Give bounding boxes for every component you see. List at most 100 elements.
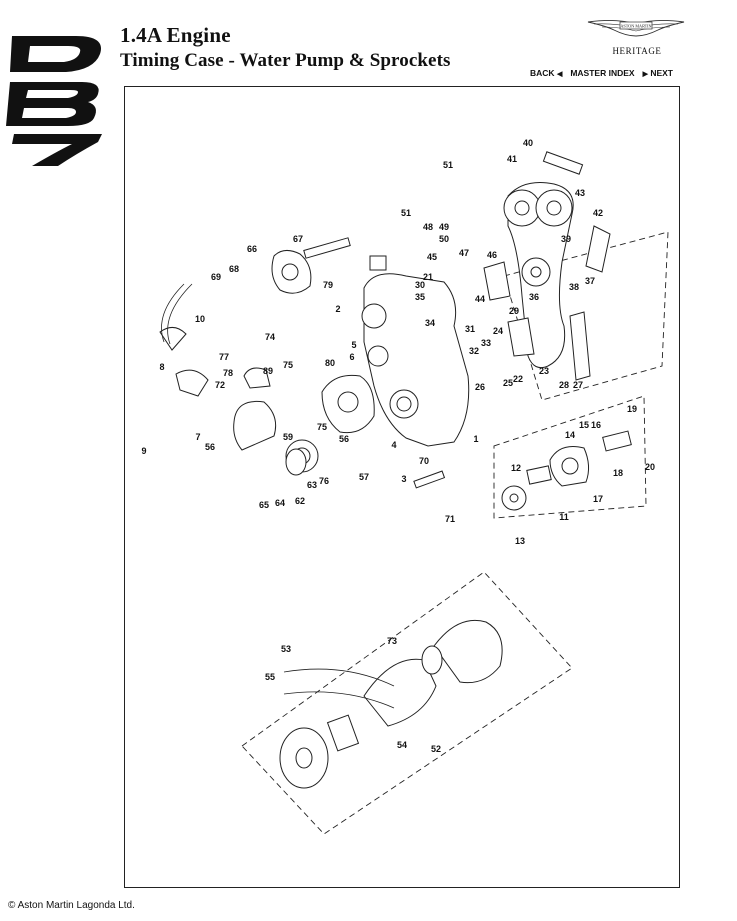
- next-link[interactable]: ▶ NEXT: [643, 68, 673, 78]
- part-label-42: 42: [593, 208, 603, 218]
- aston-martin-wings-logo: ASTON MARTIN: [587, 19, 685, 37]
- part-label-46: 46: [487, 250, 497, 260]
- part-label-47: 47: [459, 248, 469, 258]
- title-block: 1.4A Engine Timing Case - Water Pump & S…: [120, 22, 451, 74]
- part-label-3: 3: [401, 474, 406, 484]
- part-label-43: 43: [575, 188, 585, 198]
- part-label-31: 31: [465, 324, 475, 334]
- part-label-2: 2: [335, 304, 340, 314]
- part-label-18: 18: [613, 468, 623, 478]
- part-label-50: 50: [439, 234, 449, 244]
- timing-case-group: [271, 250, 470, 447]
- part-label-80: 80: [325, 358, 335, 368]
- part-label-51: 51: [401, 208, 411, 218]
- part-label-64: 64: [275, 498, 285, 508]
- part-label-66: 66: [247, 244, 257, 254]
- triangle-right-icon: ▶: [642, 71, 648, 78]
- part-label-75: 75: [317, 422, 327, 432]
- part-label-72: 72: [215, 380, 225, 390]
- part-label-67: 67: [293, 234, 303, 244]
- part-label-21: 21: [423, 272, 433, 282]
- part-label-4: 4: [391, 440, 396, 450]
- part-label-40: 40: [523, 138, 533, 148]
- diagram-frame: [124, 86, 680, 888]
- part-label-14: 14: [565, 430, 575, 440]
- part-label-49: 49: [439, 222, 449, 232]
- water-pump-upper-group: [159, 237, 351, 476]
- part-label-15: 15: [579, 420, 589, 430]
- copyright-notice: © Aston Martin Lagonda Ltd.: [8, 900, 135, 911]
- part-label-11: 11: [559, 512, 569, 522]
- part-label-33: 33: [481, 338, 491, 348]
- part-label-7: 7: [195, 432, 200, 442]
- part-label-39: 39: [561, 234, 571, 244]
- part-label-45: 45: [427, 252, 437, 262]
- part-label-41: 41: [507, 154, 517, 164]
- part-label-24: 24: [493, 326, 503, 336]
- part-label-69: 69: [211, 272, 221, 282]
- triangle-left-icon: ◀: [556, 71, 563, 78]
- part-label-20: 20: [645, 462, 655, 472]
- part-label-38: 38: [569, 282, 579, 292]
- part-label-70: 70: [419, 456, 429, 466]
- part-label-73: 73: [387, 636, 397, 646]
- back-label: BACK: [530, 68, 555, 78]
- part-label-59: 59: [283, 432, 293, 442]
- part-label-63: 63: [307, 480, 317, 490]
- part-label-79: 79: [323, 280, 333, 290]
- part-label-12: 12: [511, 463, 521, 473]
- part-label-10: 10: [195, 314, 205, 324]
- part-label-36: 36: [529, 292, 539, 302]
- part-label-37: 37: [585, 276, 595, 286]
- part-label-62: 62: [295, 496, 305, 506]
- part-label-26: 26: [475, 382, 485, 392]
- part-label-30: 30: [415, 280, 425, 290]
- tensioner-assembly-boundary: [493, 395, 647, 519]
- water-pump-lower-group: [279, 619, 503, 789]
- part-label-55: 55: [265, 672, 275, 682]
- part-label-23: 23: [539, 366, 549, 376]
- part-label-76: 76: [319, 476, 329, 486]
- page-subtitle: Timing Case - Water Pump & Sprockets: [120, 50, 451, 71]
- part-label-34: 34: [425, 318, 435, 328]
- part-label-17: 17: [593, 494, 603, 504]
- part-label-71: 71: [445, 514, 455, 524]
- master-index-label: MASTER INDEX: [570, 68, 635, 78]
- part-label-44: 44: [475, 294, 485, 304]
- db7-logo: [6, 36, 102, 166]
- part-label-56: 56: [205, 442, 215, 452]
- next-label: NEXT: [650, 68, 673, 78]
- part-label-19: 19: [627, 404, 637, 414]
- part-label-68: 68: [229, 264, 239, 274]
- part-label-65: 65: [259, 500, 269, 510]
- part-label-29: 29: [509, 306, 519, 316]
- part-label-52: 52: [431, 744, 441, 754]
- part-label-77: 77: [219, 352, 229, 362]
- part-label-89: 89: [263, 366, 273, 376]
- back-link[interactable]: BACK ◀: [530, 68, 562, 78]
- part-label-78: 78: [223, 368, 233, 378]
- part-label-8: 8: [159, 362, 164, 372]
- timing-chain-group: [483, 151, 611, 381]
- part-label-75: 75: [283, 360, 293, 370]
- svg-text:ASTON MARTIN: ASTON MARTIN: [620, 24, 651, 29]
- part-label-35: 35: [415, 292, 425, 302]
- part-label-53: 53: [281, 644, 291, 654]
- part-label-22: 22: [513, 374, 523, 384]
- part-label-32: 32: [469, 346, 479, 356]
- part-label-27: 27: [573, 380, 583, 390]
- part-label-16: 16: [591, 420, 601, 430]
- part-label-28: 28: [559, 380, 569, 390]
- part-label-5: 5: [351, 340, 356, 350]
- part-label-57: 57: [359, 472, 369, 482]
- navigation-bar: BACK ◀ MASTER INDEX ▶ NEXT: [530, 68, 673, 78]
- part-label-74: 74: [265, 332, 275, 342]
- part-label-51: 51: [443, 160, 453, 170]
- part-label-48: 48: [423, 222, 433, 232]
- page-title: 1.4A Engine: [120, 23, 231, 47]
- master-index-link[interactable]: MASTER INDEX: [570, 68, 634, 78]
- heritage-label: HERITAGE: [612, 46, 662, 56]
- part-label-9: 9: [141, 446, 146, 456]
